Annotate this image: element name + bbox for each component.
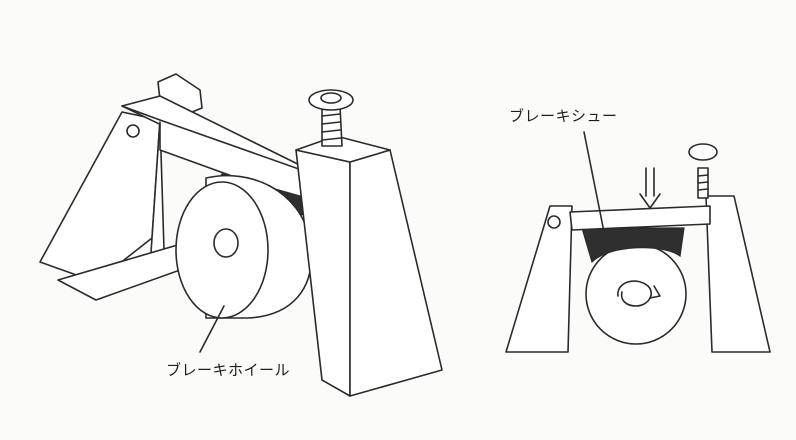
brake-shoe-label: ブレーキシュー	[509, 105, 618, 126]
right-front-view	[506, 132, 770, 352]
front-bolt-head	[689, 144, 717, 160]
front-lever-arm	[570, 206, 710, 230]
force-arrow-icon	[640, 168, 660, 208]
axle-end	[214, 229, 238, 257]
front-brake-wheel	[586, 244, 686, 344]
front-right-post	[706, 196, 770, 352]
brake-wheel-label: ブレーキホイール	[166, 359, 290, 380]
front-left-post	[506, 206, 572, 352]
left-perspective-sketch	[40, 74, 442, 396]
right-upright-side	[350, 150, 442, 396]
